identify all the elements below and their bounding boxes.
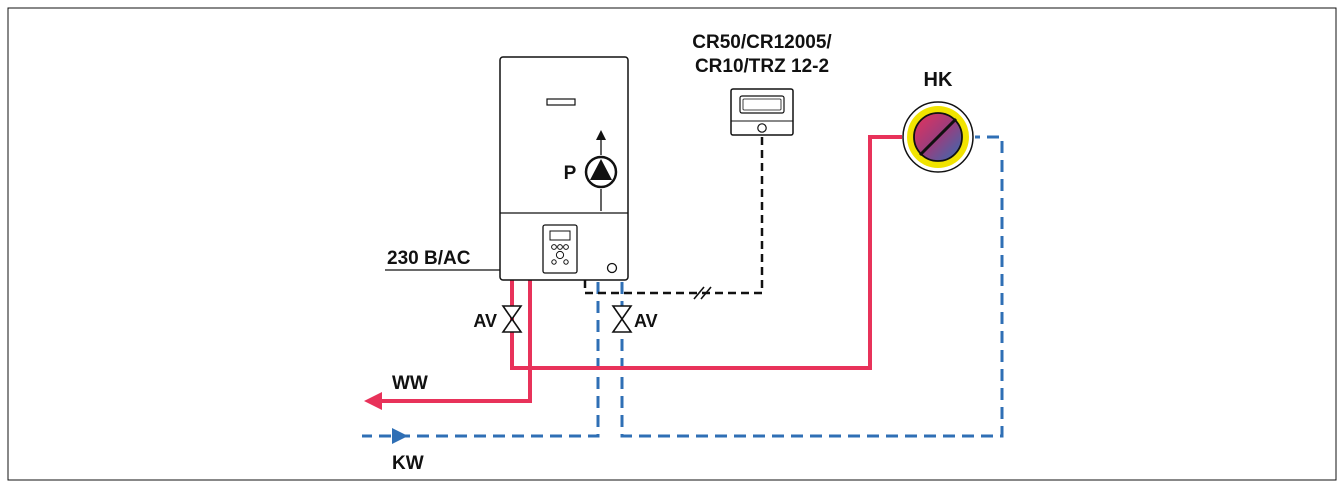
hot-water-lines <box>378 135 902 403</box>
ww-arrow-icon <box>364 392 382 410</box>
cable-break-mark <box>693 286 712 300</box>
boiler-indicator-icon <box>606 262 618 274</box>
pump-label: P <box>564 163 577 184</box>
hot-water-label: WW <box>392 373 428 394</box>
valve-label-right: AV <box>634 311 658 331</box>
radiator-icon <box>902 101 974 173</box>
controller-label-line1: CR50/CR12005/ <box>692 32 832 53</box>
valve-label-left: AV <box>473 311 497 331</box>
cold-water-lines <box>362 135 1004 438</box>
pump-icon <box>584 130 618 211</box>
heating-flow-line <box>510 135 902 370</box>
radiator-label: HK <box>924 69 953 91</box>
hot-water-outlet-line <box>378 280 532 403</box>
cold-water-supply-line <box>362 282 600 438</box>
controller-label-line2: CR10/TRZ 12-2 <box>695 56 829 77</box>
cold-water-label: KW <box>392 453 424 474</box>
boiler-icon <box>499 56 629 281</box>
boiler-control-panel <box>542 224 578 274</box>
heating-return-line <box>620 135 1004 438</box>
kw-arrow-icon <box>392 428 408 444</box>
room-controller-icon <box>730 88 794 136</box>
boiler-display-slot <box>546 98 576 106</box>
valve-icon <box>501 305 523 333</box>
valve-icon <box>611 305 633 333</box>
controller-signal-line <box>583 135 764 295</box>
diagram-frame <box>7 7 1337 481</box>
power-supply-label: 230 В/AC <box>387 248 471 269</box>
